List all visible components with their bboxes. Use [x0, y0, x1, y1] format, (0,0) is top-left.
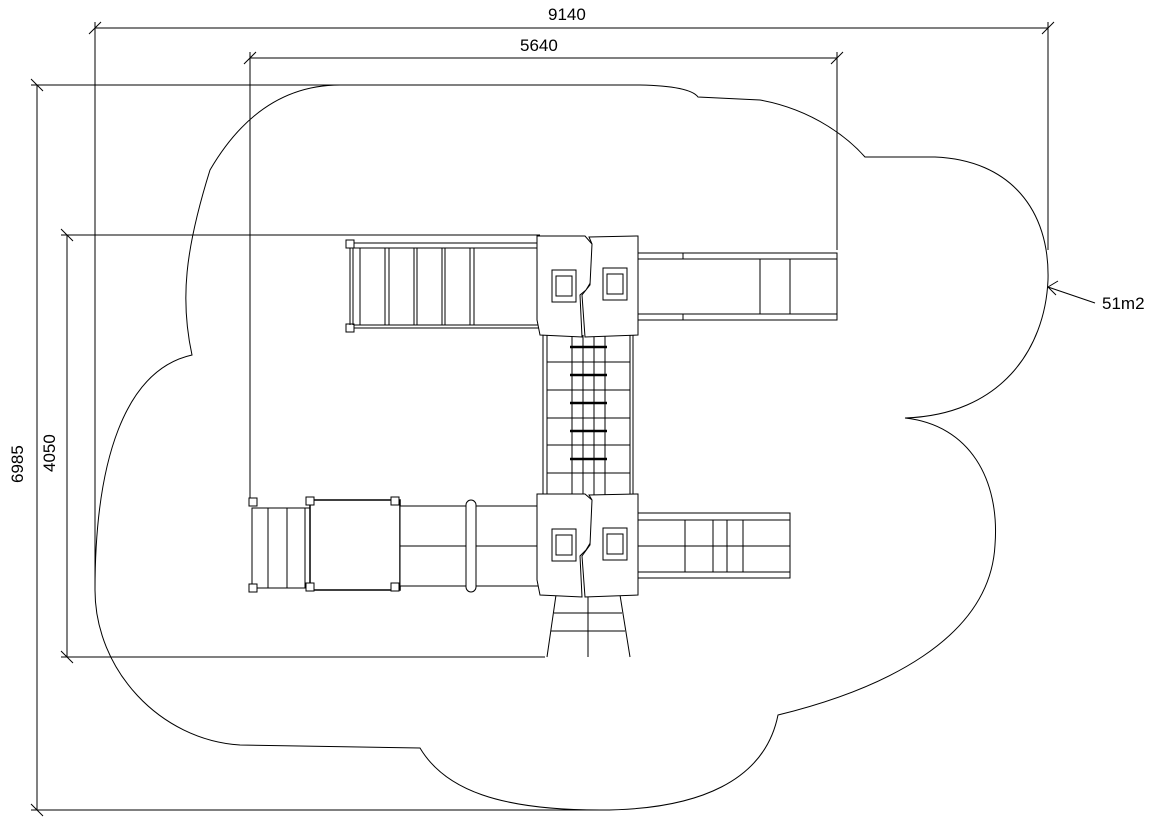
dimension-6985 [30, 78, 640, 817]
climbing-net [542, 335, 634, 495]
dimension-5640 [243, 51, 844, 500]
access-ladder [546, 594, 631, 658]
panel-windows [551, 267, 628, 562]
dimension-label-structure-depth: 4050 [40, 434, 59, 472]
tower-panels [536, 235, 639, 598]
dimension-4050 [60, 228, 545, 664]
dimension-label-structure-width: 5640 [520, 36, 558, 55]
upper-left-bridge [345, 239, 541, 333]
dimension-label-overall-width: 9140 [548, 5, 586, 24]
safety-zone-outline [94, 84, 1049, 811]
area-leader [1047, 280, 1096, 304]
area-label: 51m2 [1102, 294, 1145, 313]
lower-right-slide [636, 512, 791, 579]
dimension-9140 [88, 21, 1055, 590]
dimension-label-overall-depth: 6985 [8, 445, 27, 483]
lower-left-tunnel [248, 496, 541, 593]
upper-right-slide [636, 252, 838, 321]
